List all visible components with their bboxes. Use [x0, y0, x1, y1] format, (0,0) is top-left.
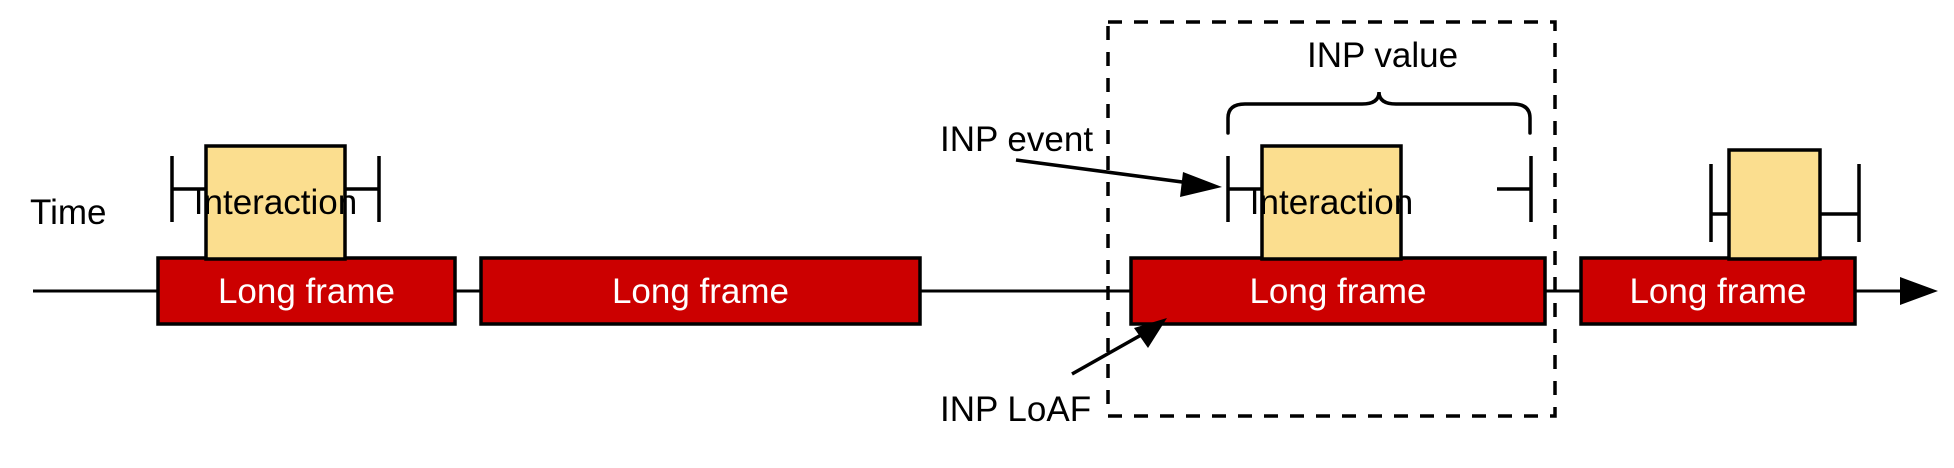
long-frame-3-label: Long frame — [1249, 271, 1427, 311]
axis-arrowhead-icon — [1900, 277, 1938, 305]
inp-event-leader — [1015, 158, 1222, 197]
inp-highlight-region — [1106, 20, 1557, 418]
inp-value-brace-icon — [1226, 91, 1532, 135]
time-axis — [33, 277, 1938, 305]
interaction-3-box[interactable] — [1727, 148, 1822, 261]
interaction-2-group — [1226, 144, 1533, 261]
inp-event-label: INP event — [940, 120, 1094, 159]
interaction-3-label — [1729, 150, 1820, 259]
inp-loaf-label: INP LoAF — [940, 390, 1092, 429]
long-frame-4-label: Long frame — [1629, 271, 1807, 311]
interaction-1-group — [170, 144, 381, 261]
interaction-1-box[interactable] — [204, 144, 347, 261]
inp-loaf-arrow-line — [1071, 328, 1151, 376]
inp-loaf-leader — [1071, 318, 1167, 376]
time-axis-label: Time — [30, 193, 107, 232]
interaction-2-box[interactable] — [1260, 144, 1403, 261]
interaction-2-label: Interaction — [1249, 183, 1414, 222]
long-frame-2-label: Long frame — [611, 271, 790, 311]
inp-loaf-arrowhead-icon — [1134, 318, 1167, 348]
inp-value-label: INP value — [1307, 36, 1459, 75]
long-frame-3-inp-loaf[interactable] — [1129, 256, 1547, 326]
long-frame-2[interactable] — [479, 256, 922, 326]
long-frame-4[interactable] — [1579, 256, 1857, 326]
interaction-1-label: Interaction — [193, 183, 358, 222]
interaction-3-group — [1709, 148, 1861, 261]
inp-event-arrowhead-icon — [1180, 172, 1222, 197]
long-frame-1-label: Long frame — [217, 271, 396, 311]
inp-event-arrow-line — [1015, 158, 1206, 187]
